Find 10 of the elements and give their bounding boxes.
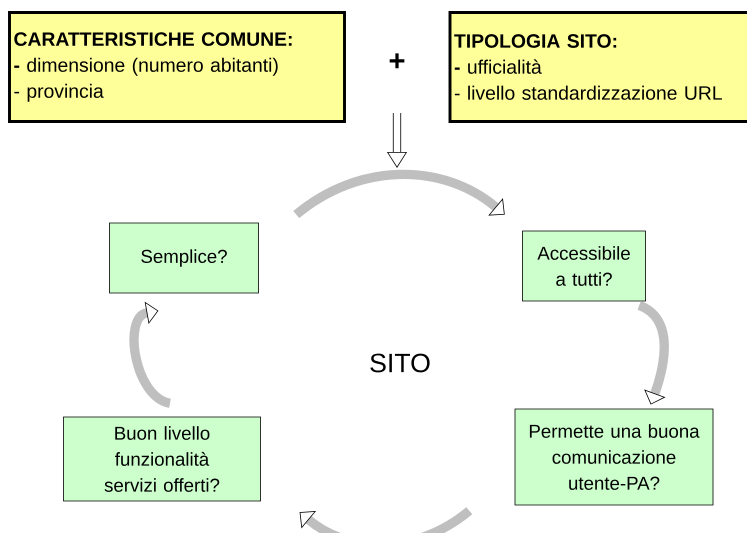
- question-box: Semplice?: [109, 222, 259, 294]
- center-label: SITO: [370, 354, 430, 372]
- curved-arrow: [293, 170, 505, 218]
- plus-sign: +: [390, 53, 404, 68]
- info-box: TIPOLOGIA SITO: - ufficialità - livello standardizzazione URL: [448, 11, 747, 123]
- question-box: Accessibile a tutti?: [522, 230, 646, 302]
- question-box: Buon livello funzionalità servizi offerti?: [63, 416, 261, 502]
- info-box: CARATTERISTICHE COMUNE: - dimensione (numero abitanti) - provincia: [8, 11, 346, 123]
- question-box: Permette una buona comunicazione utente-PA?: [514, 408, 714, 506]
- curved-arrow: [300, 507, 472, 533]
